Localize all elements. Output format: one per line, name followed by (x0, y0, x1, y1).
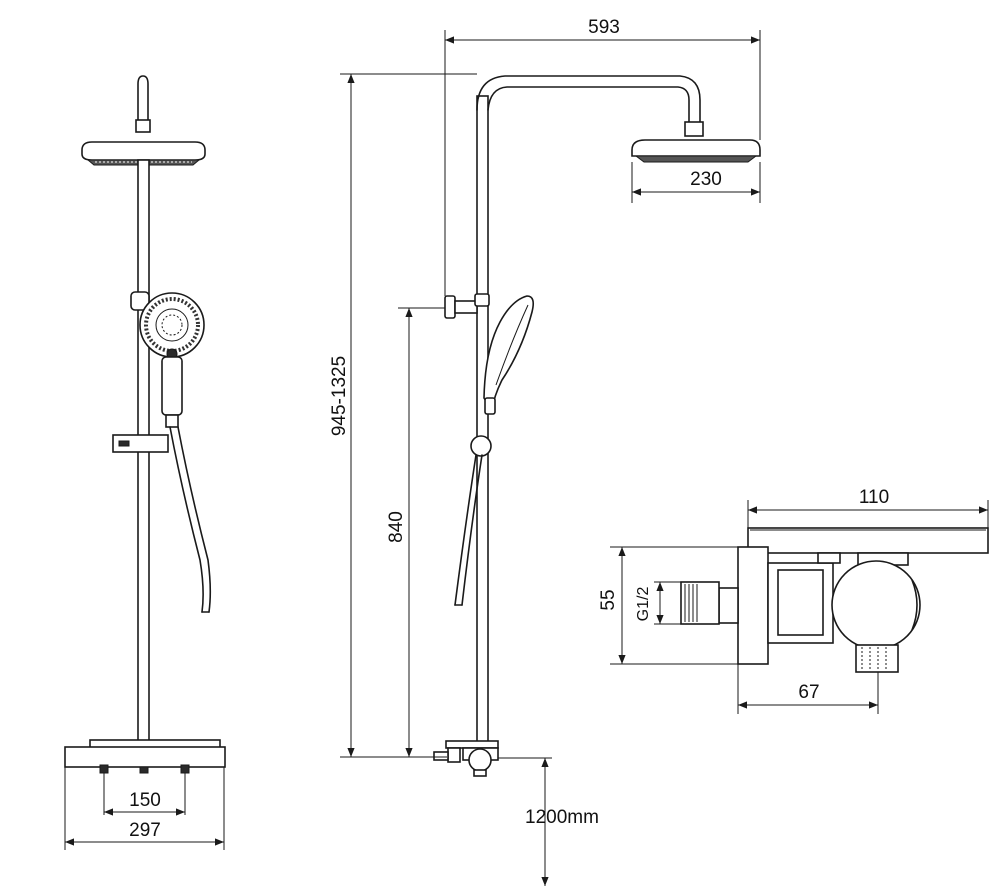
front-hose-outer (177, 426, 212, 613)
dim-mixer-depth: 67 (798, 682, 819, 703)
mixer-detail-view: 110 55 G1/2 67 (598, 487, 989, 714)
thermostatic-mixer-icon (680, 527, 989, 673)
front-slider (112, 434, 169, 453)
side-slider-knob (470, 435, 492, 457)
side-bracket-arm (454, 300, 478, 314)
front-slider-button (118, 440, 130, 447)
dim-inlet-centers: 150 (129, 790, 161, 811)
overhead-rain-shower-icon (81, 141, 206, 166)
side-thermostatic-mixer (433, 740, 499, 777)
side-hose (454, 454, 477, 606)
dim-mixer-height: 55 (598, 589, 619, 610)
side-view: 593 230 945-1325 840 1200mm (329, 17, 761, 886)
side-wall-bracket (444, 295, 456, 319)
side-arm-outer (476, 75, 701, 123)
dim-connection-thread: G1/2 (635, 587, 652, 622)
hand-shower-icon (139, 292, 205, 428)
front-arm-pipe (137, 75, 149, 121)
dim-base-width: 297 (129, 820, 161, 841)
side-upper-holder (474, 293, 490, 307)
dim-mount-height: 1200mm (525, 807, 599, 828)
dim-mixer-width: 110 (859, 487, 889, 508)
side-head-connector (684, 121, 704, 137)
dim-head-diameter: 230 (690, 169, 722, 190)
threaded-inlet (680, 581, 720, 625)
front-view: 150 297 (64, 75, 226, 850)
side-rail (476, 95, 489, 747)
side-arm-inner (487, 86, 690, 123)
side-hand-shower-icon (483, 295, 534, 415)
side-rain-shower-icon (631, 139, 761, 163)
dim-handset-height: 840 (386, 511, 407, 543)
front-hose (169, 426, 204, 613)
dim-overall-width: 593 (588, 17, 620, 38)
front-thermostatic-mixer (64, 739, 226, 774)
front-upper-holder (130, 291, 150, 311)
dim-column-height: 945-1325 (329, 356, 350, 436)
front-head-connector (135, 119, 151, 133)
